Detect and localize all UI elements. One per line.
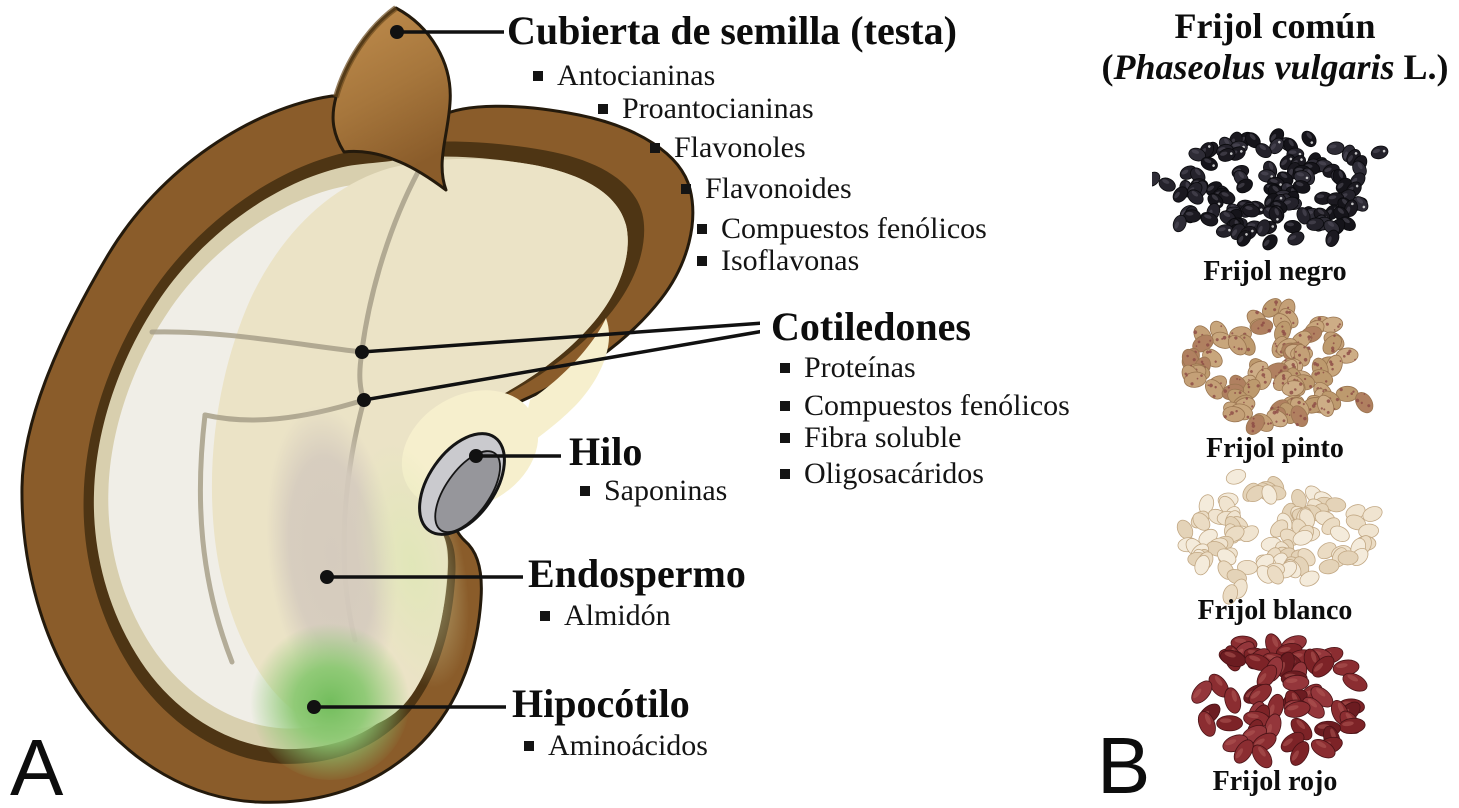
item-text: Antocianinas — [557, 59, 716, 92]
bullet-square-icon — [524, 741, 534, 751]
bullet-square-icon — [650, 143, 660, 153]
item-text: Isoflavonas — [721, 244, 860, 277]
hypocotyl-shape — [250, 620, 410, 780]
panel-b-title-line2: (Phaseolus vulgaris L.) — [1075, 47, 1459, 88]
item-text: Flavonoles — [674, 131, 806, 164]
label-hipocotilo: Hipocótilo — [512, 681, 690, 726]
bullet-square-icon — [580, 486, 590, 496]
testa-item-flavonoides: Flavonoides — [681, 171, 852, 207]
hipocotilo-item-aminoacidos: Aminoácidos — [524, 728, 708, 764]
item-text: Saponinas — [604, 474, 728, 507]
seed-coat-curl — [331, 5, 452, 192]
panel-letter-a: A — [10, 723, 64, 808]
label-frijol-rojo: Frijol rojo — [1212, 766, 1338, 797]
label-cotiledones: Cotiledones — [771, 304, 971, 349]
panel-letter-b: B — [1097, 721, 1151, 808]
testa-item-proantocianinas: Proantocianinas — [598, 91, 814, 127]
bullet-square-icon — [540, 611, 550, 621]
beans-photo-frijol-pinto — [1181, 298, 1374, 435]
species-paren: ( — [1101, 47, 1114, 87]
testa-item-compuestos-fenolicos: Compuestos fenólicos — [697, 211, 987, 247]
cotiledones-item-proteinas: Proteínas — [780, 350, 916, 386]
label-frijol-pinto: Frijol pinto — [1206, 433, 1344, 464]
testa-item-isoflavonas: Isoflavonas — [697, 243, 859, 279]
item-text: Proantocianinas — [622, 92, 814, 125]
panel-b-title-line1: Frijol común — [1174, 6, 1376, 46]
beans-photo-frijol-rojo — [1191, 633, 1368, 769]
leader-lines — [314, 30, 760, 709]
bullet-square-icon — [780, 401, 790, 411]
item-text: Almidón — [564, 599, 671, 632]
hilum-shape — [418, 432, 506, 536]
panel-b-title: Frijol común (Phaseolus vulgaris L.) — [1075, 6, 1459, 88]
bullet-square-icon — [598, 104, 608, 114]
item-text: Flavonoides — [705, 172, 852, 205]
label-cubierta-testa: Cubierta de semilla (testa) — [507, 8, 957, 53]
bullet-square-icon — [780, 469, 790, 479]
bullet-square-icon — [697, 256, 707, 266]
testa-item-antocianinas: Antocianinas — [533, 58, 715, 94]
item-text: Aminoácidos — [548, 729, 708, 762]
bullet-square-icon — [780, 363, 790, 373]
bullet-square-icon — [780, 433, 790, 443]
item-text: Proteínas — [804, 351, 916, 384]
cotiledones-item-fibra: Fibra soluble — [780, 420, 962, 456]
cotiledones-item-oligosacaridos: Oligosacáridos — [780, 456, 984, 492]
seed-cross-section-diagram — [20, 5, 760, 804]
label-hilo: Hilo — [569, 429, 643, 474]
bullet-square-icon — [681, 184, 691, 194]
beans-photo-frijol-negro — [1152, 128, 1389, 251]
beans-photo-frijol-blanco — [1176, 468, 1383, 605]
item-text: Oligosacáridos — [804, 457, 984, 490]
species-authority: L.) — [1394, 47, 1449, 87]
label-frijol-negro: Frijol negro — [1203, 256, 1347, 287]
label-endospermo: Endospermo — [528, 551, 746, 596]
bullet-square-icon — [697, 224, 707, 234]
label-frijol-blanco: Frijol blanco — [1197, 595, 1353, 626]
item-text: Fibra soluble — [804, 421, 962, 454]
species-name: Phaseolus vulgaris — [1113, 47, 1395, 87]
cotiledones-item-compuestos: Compuestos fenólicos — [780, 388, 1070, 424]
leader-dots — [307, 25, 483, 714]
hilo-item-saponinas: Saponinas — [580, 473, 727, 509]
testa-item-flavonoles: Flavonoles — [650, 130, 806, 166]
bullet-square-icon — [533, 71, 543, 81]
item-text: Compuestos fenólicos — [804, 389, 1070, 422]
endospermo-item-almidon: Almidón — [540, 598, 671, 634]
item-text: Compuestos fenólicos — [721, 212, 987, 245]
